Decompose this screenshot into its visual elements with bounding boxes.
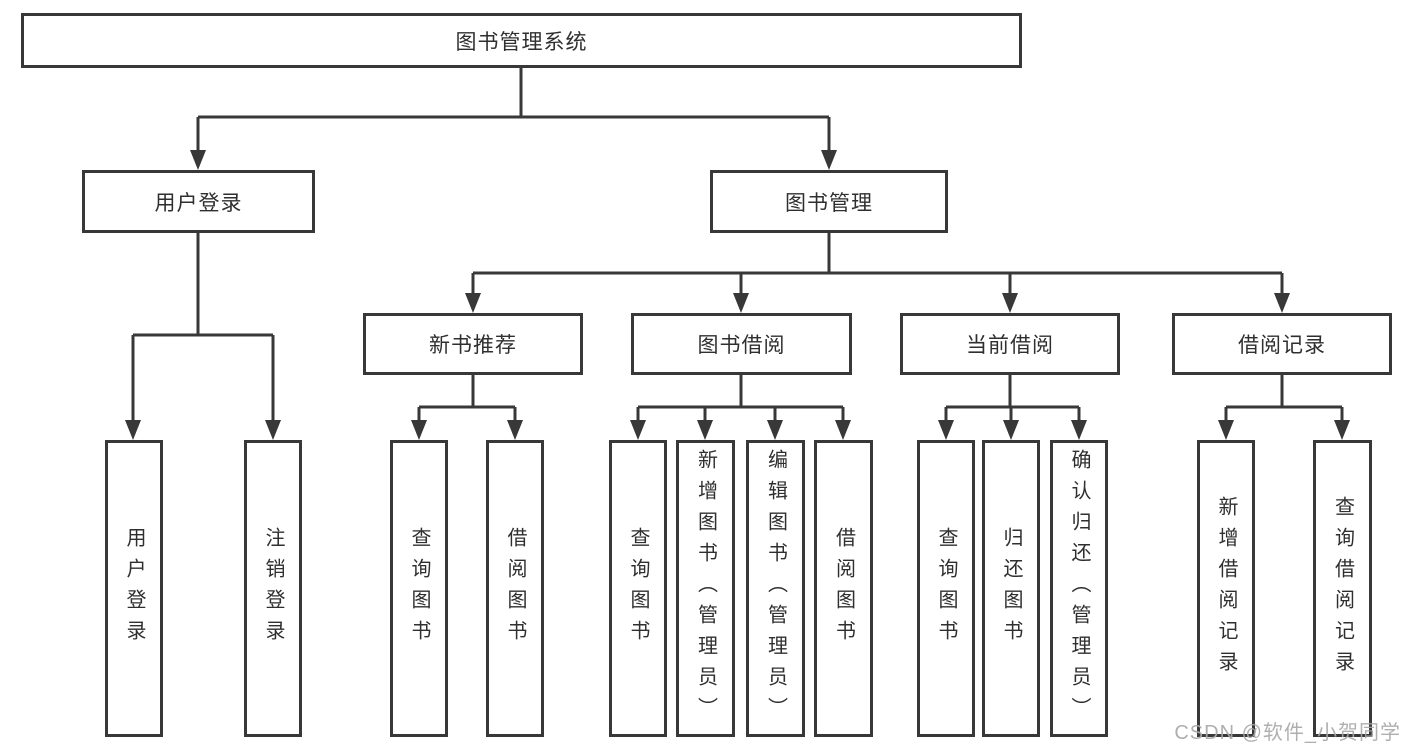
node-root: 图书管理系统 [21,13,1022,68]
node-current-borrow-label: 当前借阅 [966,334,1054,357]
leaf-return-book-label: 归还图书 [1000,526,1022,651]
leaf-logout-label: 注销登录 [262,526,284,651]
leaf-query-borrow-record: 查询借阅记录 [1313,440,1372,737]
leaf-borrow-books-recommend-label: 借阅图书 [504,526,526,651]
leaf-add-borrow-record: 新增借阅记录 [1197,440,1255,737]
leaf-logout: 注销登录 [244,440,302,737]
leaf-edit-book-admin: 编辑图书（管理员） [746,440,805,737]
node-new-book-recommend: 新书推荐 [363,313,583,375]
node-user-login-label: 用户登录 [154,191,243,215]
node-current-borrow: 当前借阅 [900,313,1120,375]
node-borrow-record-label: 借阅记录 [1238,334,1326,357]
node-book-borrow: 图书借阅 [631,313,852,375]
leaf-confirm-return-admin-label: 确认归还（管理员） [1068,449,1090,728]
leaf-user-login-label: 用户登录 [123,526,145,651]
node-borrow-record: 借阅记录 [1172,313,1392,375]
leaf-add-book-admin: 新增图书（管理员） [676,440,735,737]
leaf-query-books-current: 查询图书 [917,440,975,737]
leaf-query-borrow-record-label: 查询借阅记录 [1331,495,1354,682]
leaf-confirm-return-admin: 确认归还（管理员） [1050,440,1108,737]
leaf-borrow-books-recommend: 借阅图书 [486,440,544,737]
node-new-book-recommend-label: 新书推荐 [429,334,517,357]
leaf-add-borrow-record-label: 新增借阅记录 [1215,495,1237,682]
node-user-login: 用户登录 [82,170,315,233]
leaf-return-book: 归还图书 [982,440,1040,737]
leaf-query-books-recommend-label: 查询图书 [408,526,430,651]
leaf-add-book-admin-label: 新增图书（管理员） [694,449,717,728]
node-book-management: 图书管理 [710,170,948,233]
node-root-label: 图书管理系统 [455,30,588,54]
leaf-query-books-current-label: 查询图书 [935,526,957,651]
leaf-user-login: 用户登录 [105,440,163,737]
node-book-management-label: 图书管理 [785,191,873,215]
leaf-query-books-borrow: 查询图书 [609,440,667,737]
leaf-query-books-recommend: 查询图书 [390,440,448,737]
leaf-edit-book-admin-label: 编辑图书（管理员） [764,449,787,728]
leaf-borrow-books-label: 借阅图书 [832,526,855,651]
csdn-watermark: CSDN @软件_小贺同学 [1174,722,1401,744]
leaf-query-books-borrow-label: 查询图书 [627,526,649,651]
node-book-borrow-label: 图书借阅 [697,334,786,357]
leaf-borrow-books: 借阅图书 [814,440,873,737]
